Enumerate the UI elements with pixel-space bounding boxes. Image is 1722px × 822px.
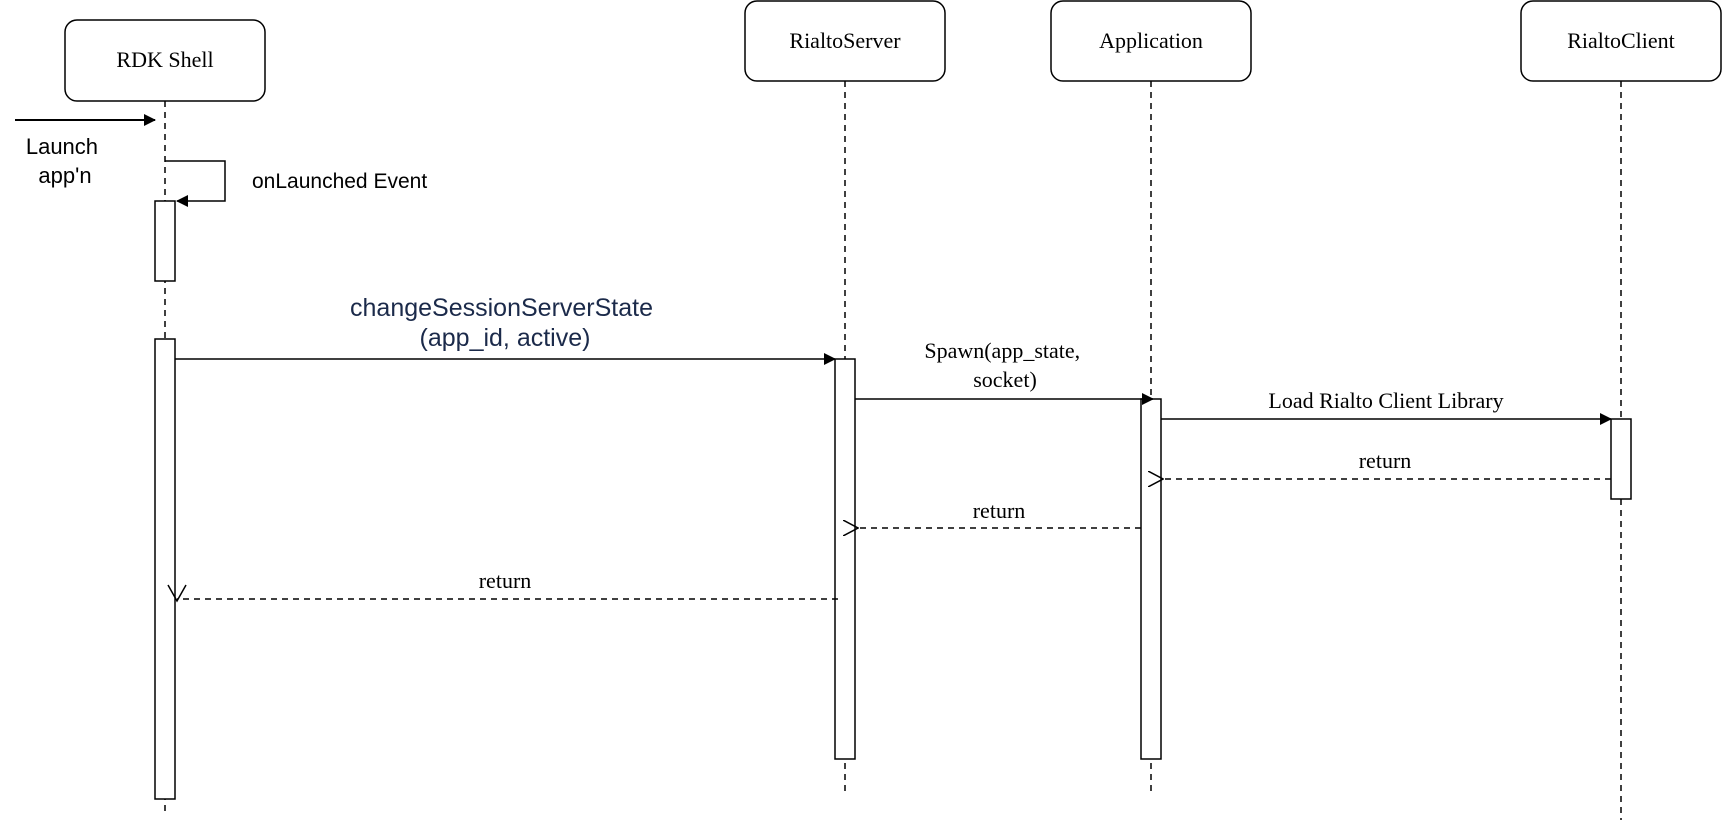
activation-application: [1140, 398, 1162, 760]
spawn-label: Spawn(app_state, socket): [924, 338, 1085, 392]
change-state-label: changeSessionServerState (app_id, active…: [350, 294, 660, 352]
load-library-label: Load Rialto Client Library: [1268, 388, 1503, 413]
self-message-arrow: [165, 160, 226, 207]
activation-rdk-shell-1: [154, 200, 176, 282]
participant-rdk-shell[interactable]: RDK Shell: [64, 19, 266, 102]
participant-label: Application: [1099, 28, 1203, 53]
on-launched-label: onLaunched Event: [252, 170, 427, 193]
return-server-label: return: [479, 568, 532, 593]
participant-rialto-server[interactable]: RialtoServer: [744, 0, 946, 82]
return-server-arrowhead: [167, 584, 187, 603]
activation-rialto-server: [834, 358, 856, 760]
participant-label: RDK Shell: [116, 47, 213, 72]
participant-rialto-client[interactable]: RialtoClient: [1520, 0, 1722, 82]
activation-rialto-client: [1610, 418, 1632, 500]
participant-label: RialtoClient: [1567, 28, 1675, 53]
return-client-label: return: [1359, 448, 1412, 473]
activation-rdk-shell-2: [154, 338, 176, 800]
participant-label: RialtoServer: [789, 28, 901, 53]
launch-label: Launch app'n: [26, 134, 104, 188]
participant-application[interactable]: Application: [1050, 0, 1252, 82]
return-application-label: return: [973, 498, 1026, 523]
